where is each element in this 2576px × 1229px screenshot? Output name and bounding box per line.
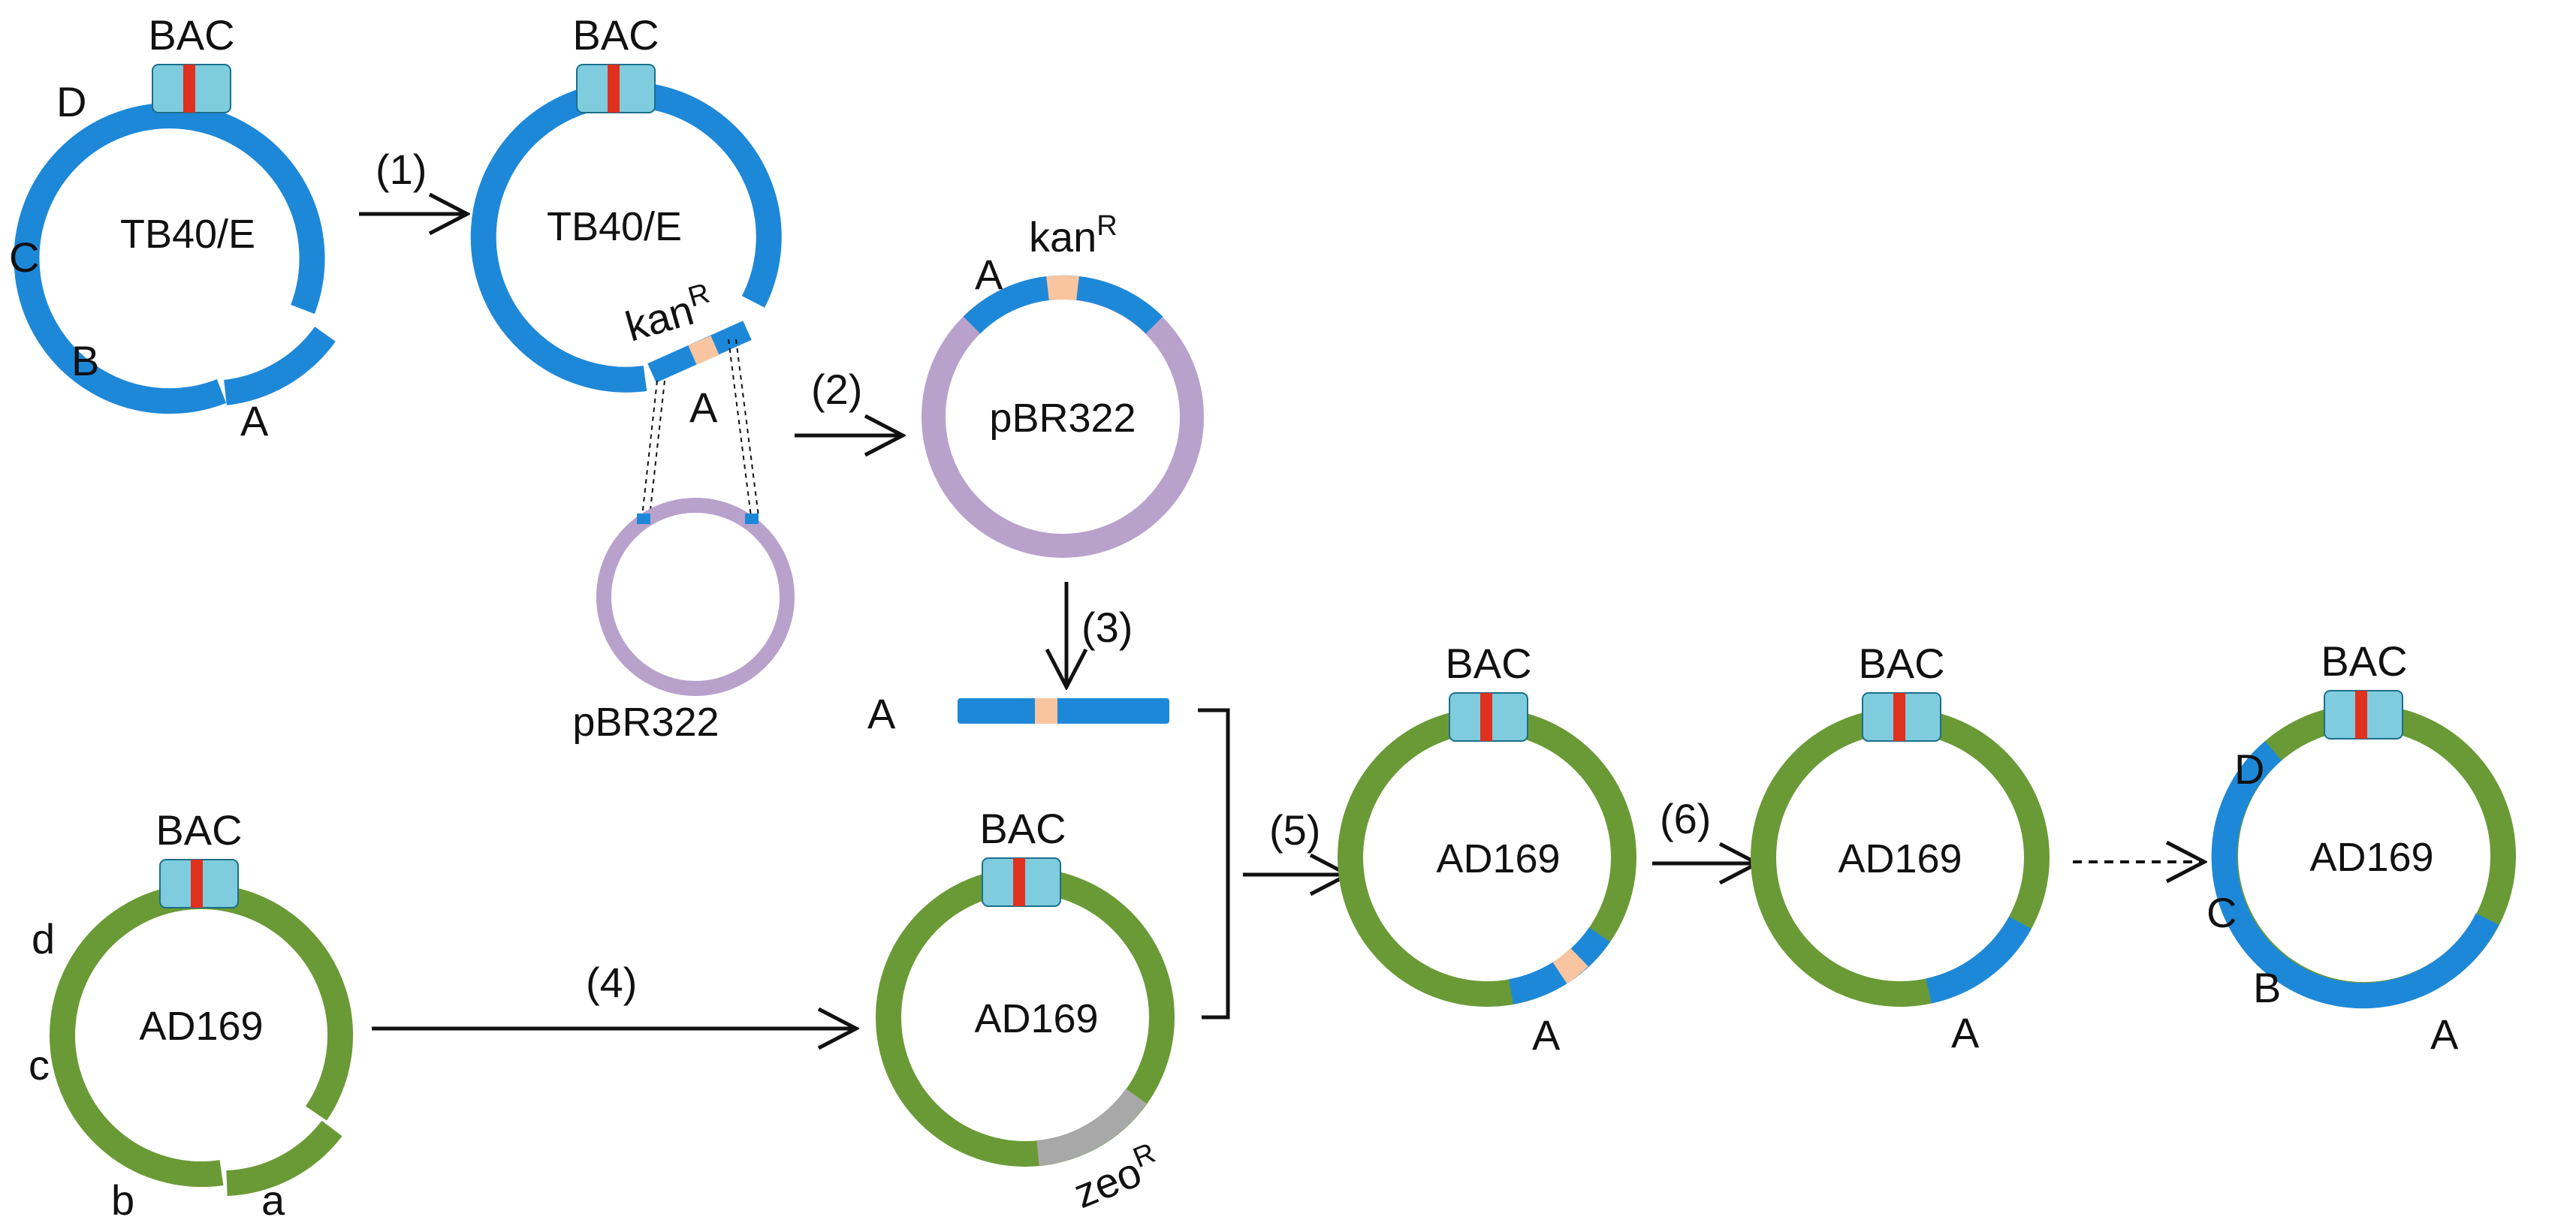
tb40e-name-2: TB40/E xyxy=(547,204,682,249)
step-1-label: (1) xyxy=(376,146,427,193)
fragment-kan-cassette xyxy=(1035,698,1057,724)
plasmid-tb40e-cut: BAC TB40/E D C B A xyxy=(9,11,336,444)
step-4: (4) xyxy=(372,959,856,1029)
homology-arm-right xyxy=(745,514,759,524)
segment-A-label-3: A xyxy=(975,251,1003,298)
step-6-label: (6) xyxy=(1660,795,1711,842)
kanr-label-2: kanR xyxy=(1029,210,1118,261)
pbr322-name-small: pBR322 xyxy=(572,700,719,745)
fragment-A-label: A xyxy=(867,690,896,737)
step-6: (6) xyxy=(1652,795,1757,863)
tb40e-backbone-arc xyxy=(14,103,325,414)
recombination-lines xyxy=(641,339,759,517)
segment-A-label-5: A xyxy=(1951,1009,1980,1056)
ad169-name-5: AD169 xyxy=(2309,835,2433,880)
linear-fragment-A: A xyxy=(867,690,1169,737)
plasmid-tb40e-kanr: BAC TB40/E kanR A xyxy=(470,11,782,431)
segment-b-label: b xyxy=(111,1176,134,1224)
join-bracket xyxy=(1198,708,1230,1020)
pbr322-vector-small: pBR322 xyxy=(572,498,795,745)
plasmid-ad169-recombinant: BAC AD169 A xyxy=(1338,640,1636,1059)
bac-cassette-6 xyxy=(1862,692,1941,742)
step-2-label: (2) xyxy=(811,366,862,413)
ad169-backbone-arc xyxy=(50,884,354,1187)
pbr322-small-ring xyxy=(596,498,795,696)
segment-A-label-6: A xyxy=(2430,1011,2459,1058)
tb40e-backbone-arc-2 xyxy=(470,81,782,393)
kan-cassette-insert xyxy=(688,336,719,365)
step-5-label: (5) xyxy=(1269,806,1320,854)
segment-A-with-kan xyxy=(647,321,752,383)
final-segments-ABCD-arc xyxy=(2211,741,2499,1009)
segment-C-label: C xyxy=(9,233,39,281)
segment-D-label: D xyxy=(56,78,86,125)
bac-cassette-5 xyxy=(1449,692,1528,742)
segment-C-label-2: C xyxy=(2206,889,2237,936)
segment-A-arc-5 xyxy=(1926,916,2032,1004)
plasmid-ad169-final: BAC AD169 D C B A xyxy=(2206,637,2516,1058)
segment-d-label: d xyxy=(32,915,55,962)
fragment-A-bar xyxy=(958,698,1169,724)
step-1: (1) xyxy=(359,146,467,214)
recombinant-kan-cassette xyxy=(1552,947,1588,984)
step-4-label: (4) xyxy=(586,959,637,1006)
segment-B-label-2: B xyxy=(2253,964,2281,1011)
segment-A-label-2: A xyxy=(689,384,718,431)
segment-A-label-4: A xyxy=(1532,1011,1561,1059)
bac-cassette xyxy=(152,64,231,113)
bac-label-5: BAC xyxy=(1445,640,1531,687)
segment-a-label: a xyxy=(261,1176,285,1224)
ad169-name-2: AD169 xyxy=(974,996,1098,1041)
segment-B-label: B xyxy=(71,337,99,384)
plasmid-pbr322-insert: pBR322 kanR A xyxy=(922,210,1204,558)
homology-arm-left xyxy=(637,514,650,524)
pbr322-name: pBR322 xyxy=(989,396,1136,441)
ad169-name-4: AD169 xyxy=(1838,836,1962,881)
tb40e-segment-A-arc xyxy=(223,326,336,405)
bac-label: BAC xyxy=(148,11,234,59)
zeor-cassette-arc xyxy=(1036,1088,1147,1166)
step-2: (2) xyxy=(795,366,903,435)
bac-label-2: BAC xyxy=(572,11,659,59)
bac-cassette-7 xyxy=(2324,690,2403,740)
bac-label-6: BAC xyxy=(1858,640,1944,687)
bac-cassette-2 xyxy=(576,64,656,113)
step-3: (3) xyxy=(1066,582,1133,687)
plasmid-ad169-cut: BAC AD169 d c b a xyxy=(29,806,354,1224)
bac-cassette-3 xyxy=(159,859,239,908)
segment-D-label-2: D xyxy=(2234,746,2264,793)
ad169-name-3: AD169 xyxy=(1436,836,1560,881)
ad169-name: AD169 xyxy=(139,1004,263,1049)
segment-A-label: A xyxy=(240,397,269,444)
ad169-segment-a-arc xyxy=(225,1120,342,1196)
plasmid-ad169-segment-A: BAC AD169 A xyxy=(1751,640,2050,1056)
step-5: (5) xyxy=(1243,806,1348,875)
bac-label-4: BAC xyxy=(979,805,1066,852)
step-3-label: (3) xyxy=(1081,604,1133,651)
segment-c-label: c xyxy=(29,1041,50,1089)
bac-cassette-4 xyxy=(982,857,1061,907)
plasmid-ad169-zeor: BAC AD169 zeoR xyxy=(876,805,1175,1217)
tb40e-name: TB40/E xyxy=(120,212,255,257)
bac-label-7: BAC xyxy=(2321,637,2407,685)
bac-label-3: BAC xyxy=(155,806,242,854)
